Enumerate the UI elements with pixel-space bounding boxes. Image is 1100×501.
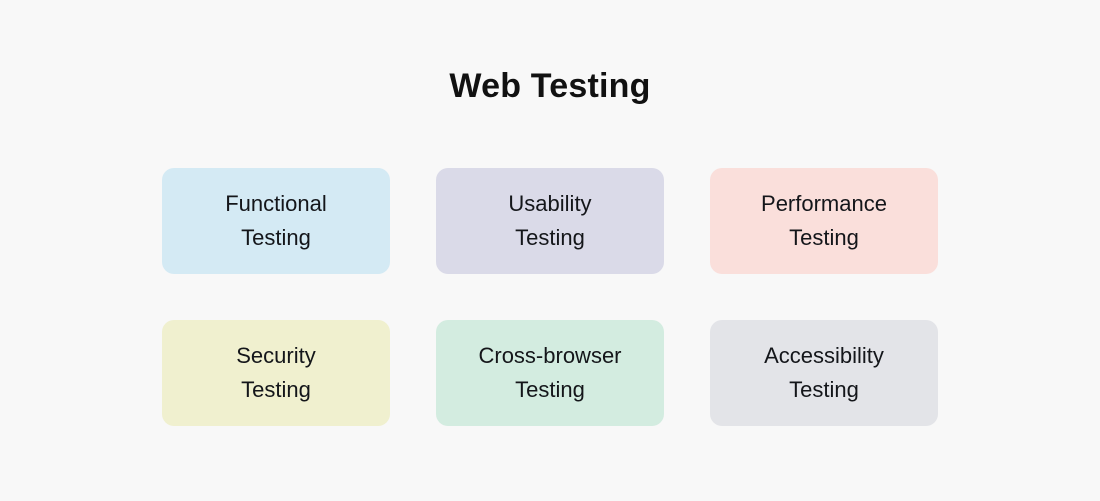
card-label-accessibility-testing: Accessibility Testing: [764, 343, 884, 402]
card-functional-testing[interactable]: Functional Testing: [162, 168, 390, 274]
card-label-usability-testing: Usability Testing: [508, 191, 592, 250]
card-label-cross-browser-testing: Cross-browser Testing: [478, 343, 622, 402]
card-usability-testing[interactable]: Usability Testing: [436, 168, 664, 274]
card-label-functional-testing: Functional Testing: [225, 191, 327, 250]
card-security-testing[interactable]: Security Testing: [162, 320, 390, 426]
card-label-performance-testing: Performance Testing: [761, 191, 887, 250]
card-accessibility-testing[interactable]: Accessibility Testing: [710, 320, 938, 426]
card-cross-browser-testing[interactable]: Cross-browser Testing: [436, 320, 664, 426]
testing-type-grid: Functional Testing Usability Testing Per…: [162, 168, 938, 426]
card-label-security-testing: Security Testing: [236, 343, 316, 402]
card-performance-testing[interactable]: Performance Testing: [710, 168, 938, 274]
page-title: Web Testing: [449, 67, 651, 105]
